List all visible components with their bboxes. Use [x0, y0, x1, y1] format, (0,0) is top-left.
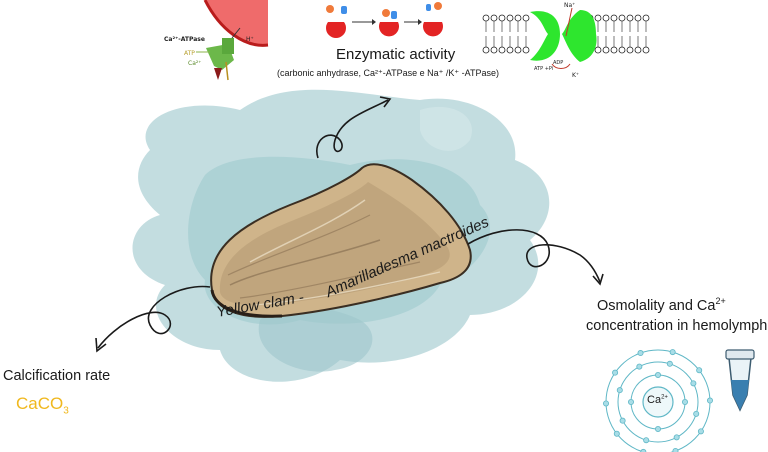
lipid-head — [634, 46, 642, 54]
lipid-head — [626, 46, 634, 54]
electron-dot — [612, 369, 619, 376]
lipid-head — [634, 14, 642, 22]
electron-dot — [706, 397, 713, 404]
clam-shell-illustration — [210, 163, 472, 318]
common-name: Yellow clam - — [215, 288, 306, 321]
lipid-head — [610, 46, 618, 54]
electron-dot — [613, 430, 620, 437]
osmolality-text: Osmolality and Ca — [597, 297, 716, 314]
proton-icon-label: H⁺ — [246, 36, 254, 43]
electron-dot — [696, 367, 703, 374]
ca-atpase-icon-label: Ca²⁺-ATPase — [164, 36, 205, 43]
electron-dot — [628, 398, 635, 405]
arrow-to-calcification — [95, 285, 211, 353]
electron-dot — [672, 447, 679, 452]
electron-dot — [682, 398, 689, 405]
lipid-head — [594, 14, 602, 22]
lipid-head — [602, 46, 610, 54]
lipid-head — [602, 14, 610, 22]
lipid-head — [618, 46, 626, 54]
calcium-ion-atom-icon — [603, 349, 713, 452]
electron-dot — [666, 360, 673, 367]
lipid-head — [506, 14, 514, 22]
lipid-head — [594, 46, 602, 54]
lipid-head — [498, 46, 506, 54]
osmolality-label-line2: concentration in hemolymph — [586, 318, 768, 334]
lipid-head — [482, 14, 490, 22]
lipid-head — [482, 46, 490, 54]
arrow-to-osmolality — [467, 229, 604, 286]
sample-tube-icon — [725, 349, 755, 412]
electron-dot — [669, 349, 676, 356]
electron-dot — [655, 371, 662, 378]
electron-dot — [619, 417, 626, 424]
atp-icon-label: ATP — [184, 50, 195, 57]
electron-dot — [655, 425, 662, 432]
lipid-head — [490, 14, 498, 22]
electron-dot — [643, 437, 650, 444]
electron-dot — [693, 410, 700, 417]
lipid-head — [506, 46, 514, 54]
enzymatic-activity-subtitle: (carbonic anhydrase, Ca²⁺-ATPase e Na⁺ /… — [277, 68, 499, 78]
lipid-head — [642, 14, 650, 22]
atp-hydrolysis-arrow — [551, 63, 571, 69]
formula-subscript: 3 — [63, 405, 69, 417]
atom-charge: 2+ — [661, 394, 668, 401]
sodium-icon-label: Na⁺ — [564, 2, 576, 9]
electron-dot — [690, 380, 697, 387]
lipid-head — [498, 14, 506, 22]
sodium-transport-arrow — [565, 7, 573, 37]
calcium-ion-label: Ca2+ — [647, 394, 668, 406]
formula-main: CaCO — [16, 394, 64, 413]
potassium-icon-label: K⁺ — [572, 72, 580, 79]
lipid-head — [618, 14, 626, 22]
lipid-head — [514, 46, 522, 54]
electron-dot — [697, 428, 704, 435]
lipid-head — [490, 46, 498, 54]
ca-ion-icon-label: Ca²⁺ — [188, 60, 202, 67]
ca-atpase-pump-icon — [196, 0, 269, 81]
na-k-atpase-membrane-icon — [482, 7, 650, 69]
atpase-subunit-right — [562, 10, 597, 62]
lipid-head — [610, 14, 618, 22]
lipid-head — [642, 46, 650, 54]
lipid-head — [522, 46, 530, 54]
electron-dot — [637, 350, 644, 357]
lipid-head — [522, 14, 530, 22]
lipid-head — [626, 14, 634, 22]
electron-dot — [616, 387, 623, 394]
lipid-head — [514, 14, 522, 22]
enzymatic-activity-title: Enzymatic activity — [336, 46, 456, 63]
atpase-subunit-left — [530, 11, 560, 61]
electron-dot — [603, 400, 610, 407]
calcium-charge-superscript: 2+ — [715, 296, 726, 306]
carbonic-anhydrase-reaction-icon — [326, 2, 444, 38]
atp-pi-icon-label: ATP +Pi — [534, 66, 554, 72]
osmolality-label-line1: Osmolality and Ca2+ — [597, 296, 726, 314]
electron-dot — [636, 363, 643, 370]
calcium-carbonate-formula: CaCO3 — [16, 394, 69, 416]
calcification-rate-label: Calcification rate — [3, 368, 111, 384]
atom-symbol: Ca — [647, 394, 662, 406]
electron-dot — [673, 434, 680, 441]
arrow-to-enzymatic — [316, 96, 392, 159]
electron-dots — [603, 349, 713, 452]
adp-icon-label: ADP — [553, 60, 564, 66]
